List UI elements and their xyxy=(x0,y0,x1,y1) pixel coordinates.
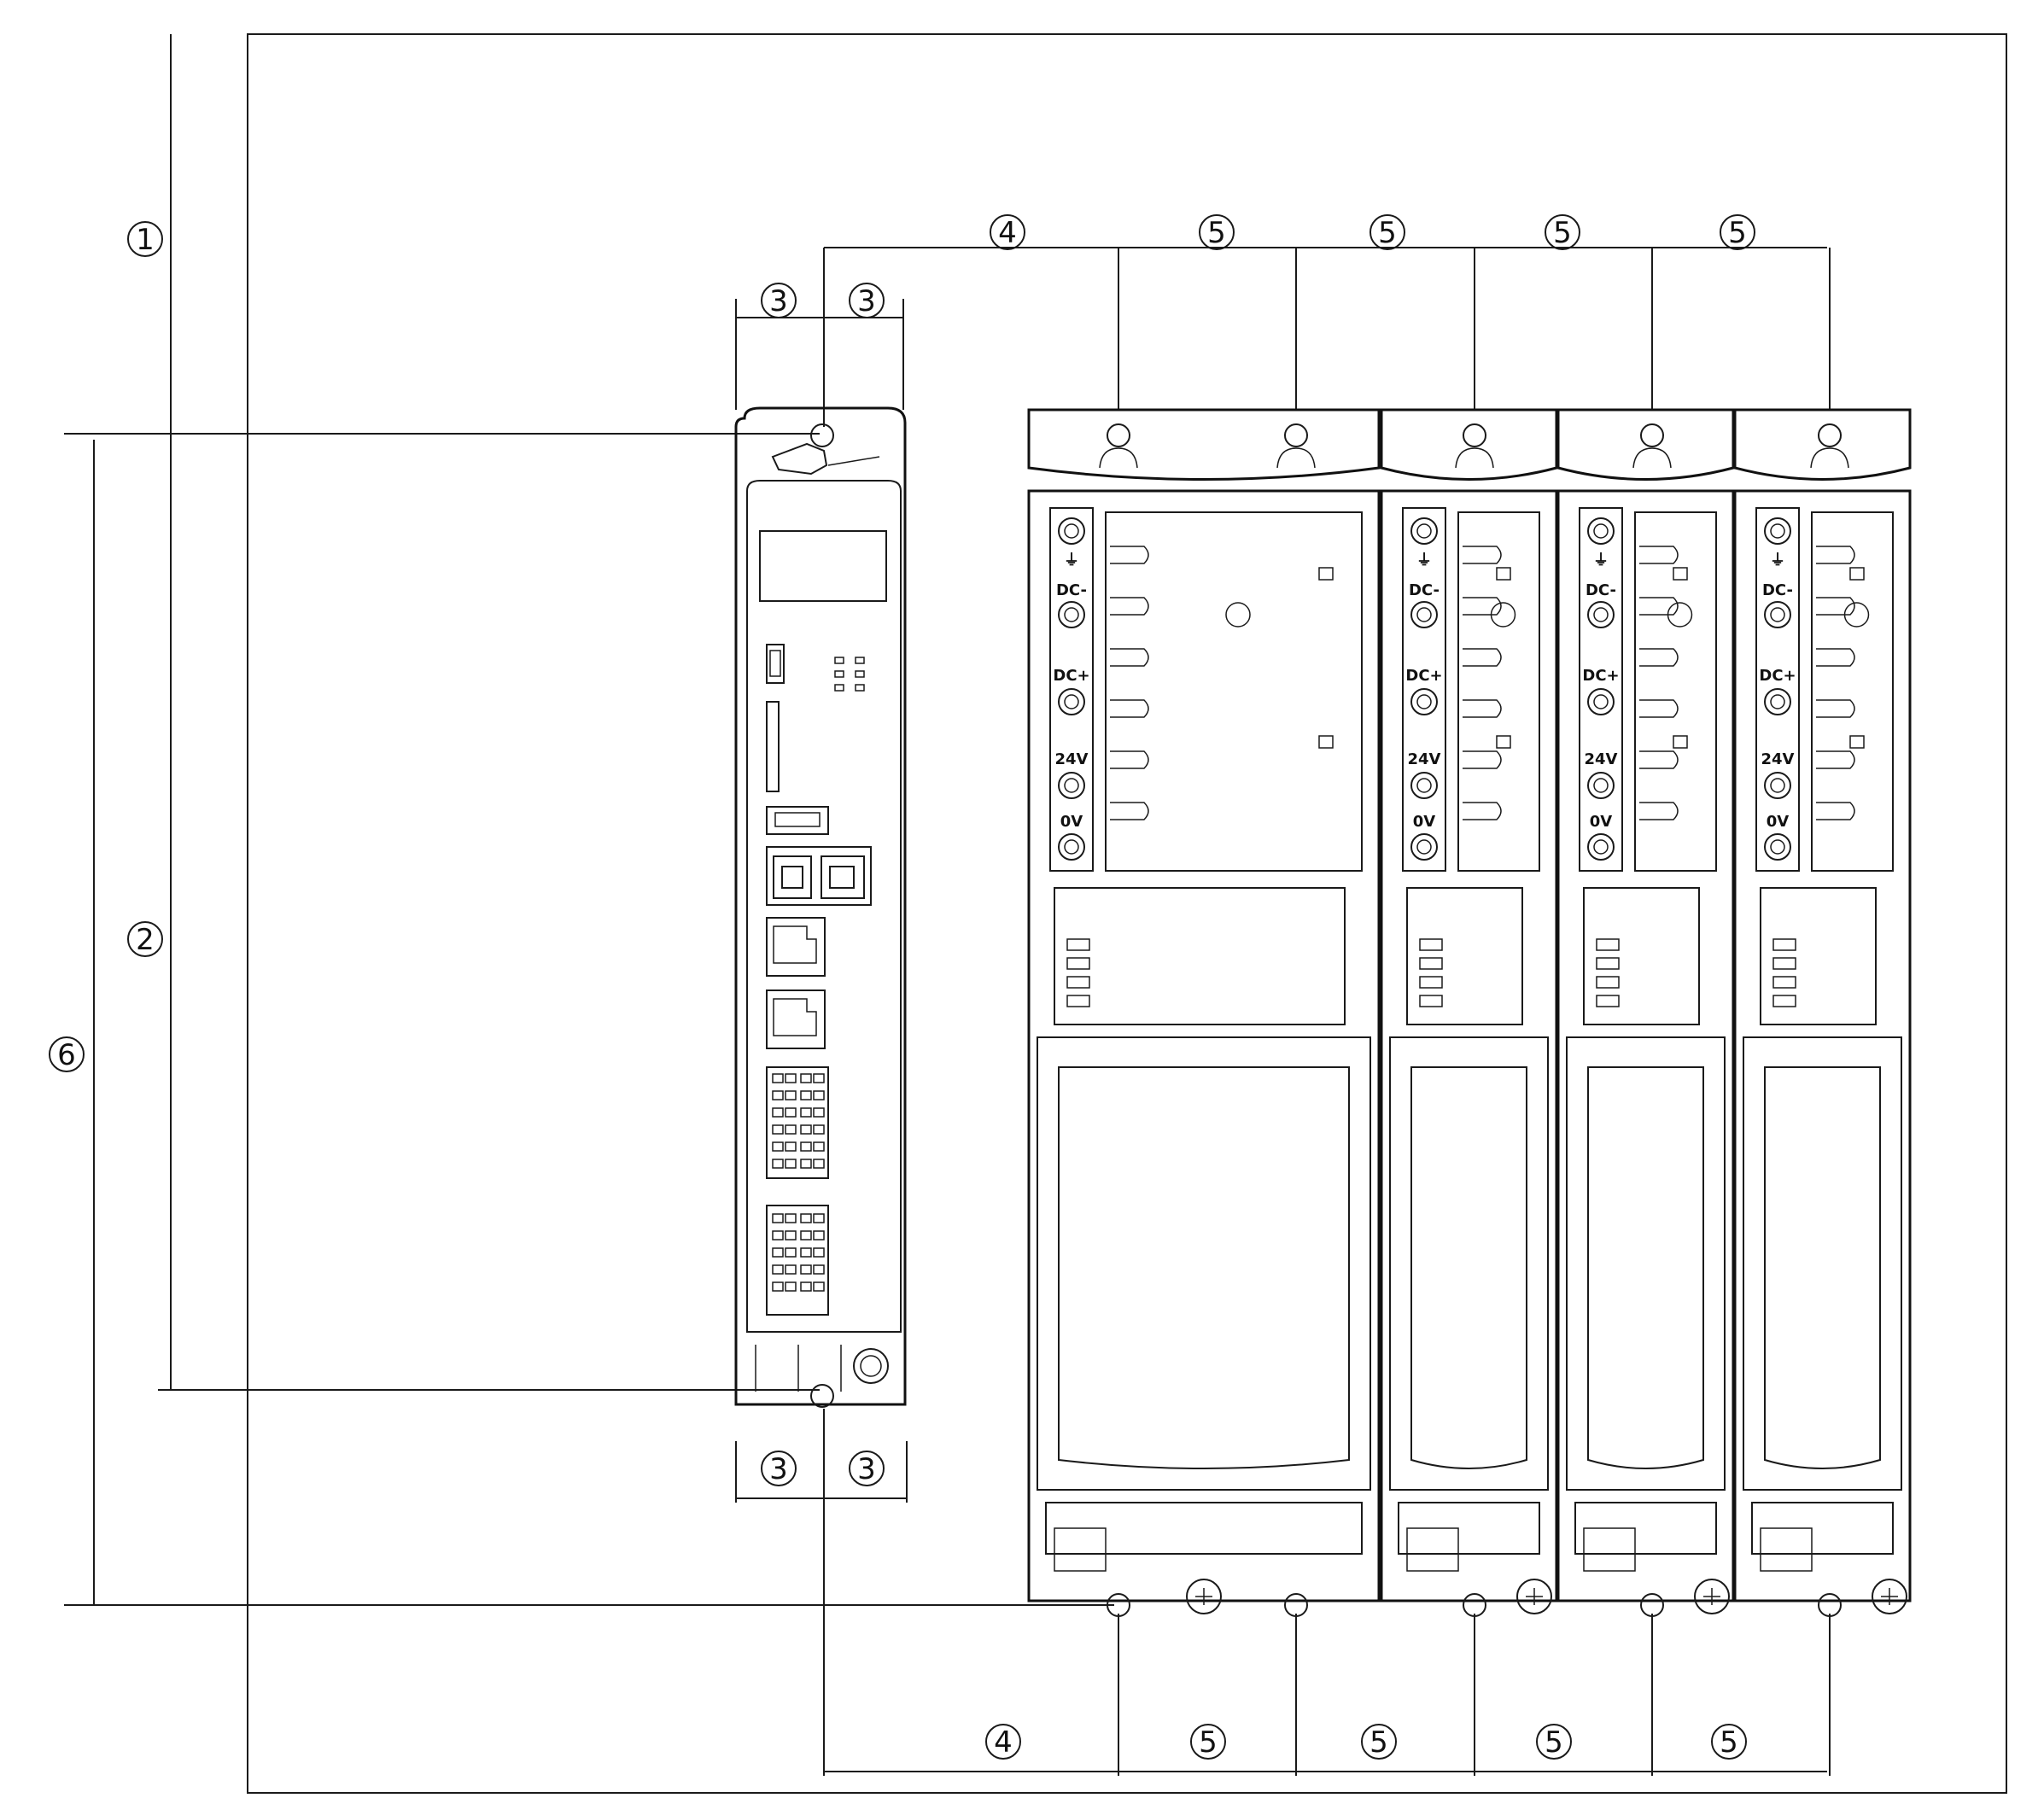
ethernet-port-1 xyxy=(766,917,826,977)
drive-module-2: ⏚ DC- DC+ 24V 0V xyxy=(1556,408,1735,1617)
callout-5-top-c-label: 5 xyxy=(1553,216,1572,250)
callout-5-top-a-label: 5 xyxy=(1207,216,1226,250)
callout-5-bottom-c: 5 xyxy=(1536,1724,1572,1760)
terminal-label: ⏚ xyxy=(1770,552,1785,569)
callout-6: 6 xyxy=(49,1036,85,1072)
terminal-label: DC- xyxy=(1586,581,1616,599)
terminal-label: DC+ xyxy=(1759,667,1796,685)
callout-5-bottom-a: 5 xyxy=(1190,1724,1226,1760)
callout-3-top-b-label: 3 xyxy=(857,284,876,318)
controller-display xyxy=(759,530,887,602)
callout-4-bottom-label: 4 xyxy=(994,1725,1013,1760)
terminal-label: ⏚ xyxy=(1416,552,1432,569)
controller-bottom-hole xyxy=(810,1384,834,1408)
terminal-label: DC+ xyxy=(1582,667,1619,685)
callout-4-bottom: 4 xyxy=(985,1724,1021,1760)
terminal-label: 0V xyxy=(1767,813,1790,831)
callout-5-top-b-label: 5 xyxy=(1378,216,1397,250)
drive-module-3: ⏚ DC- DC+ 24V 0V xyxy=(1733,408,1912,1617)
callout-5-top-d-label: 5 xyxy=(1728,216,1747,250)
vertical-dimensions xyxy=(64,34,1114,1606)
io-terminal-block-2 xyxy=(766,1205,829,1316)
callout-5-top-c: 5 xyxy=(1545,214,1580,250)
terminal-label: 24V xyxy=(1055,750,1089,768)
mounting-panel-outline xyxy=(247,33,2007,1794)
terminal-label: 24V xyxy=(1408,750,1441,768)
controller-ground-screw xyxy=(853,1348,889,1384)
terminal-label: 24V xyxy=(1585,750,1618,768)
callout-5-top-d: 5 xyxy=(1720,214,1755,250)
callout-3-top-b: 3 xyxy=(849,283,885,318)
callout-5-top-b: 5 xyxy=(1369,214,1405,250)
callout-5-bottom-b: 5 xyxy=(1361,1724,1397,1760)
terminal-label: DC- xyxy=(1056,581,1087,599)
callout-4-top: 4 xyxy=(990,214,1025,250)
callout-2: 2 xyxy=(127,921,163,957)
callout-6-label: 6 xyxy=(57,1038,76,1072)
callout-5-bottom-c-label: 5 xyxy=(1545,1725,1563,1760)
callout-5-bottom-d-label: 5 xyxy=(1720,1725,1738,1760)
controller-module xyxy=(734,406,907,1408)
bottom-dimensions xyxy=(735,1409,1831,1776)
terminal-label: DC+ xyxy=(1405,667,1442,685)
callout-3-top-a-label: 3 xyxy=(769,284,788,318)
usb-port xyxy=(766,806,829,835)
callout-5-bottom-d: 5 xyxy=(1711,1724,1747,1760)
terminal-label: DC- xyxy=(1409,581,1440,599)
terminal-label: DC- xyxy=(1762,581,1793,599)
terminal-label: ⏚ xyxy=(1064,552,1079,569)
drive-module-double: ⏚ DC- DC+ 24V 0V xyxy=(1027,408,1381,1617)
sd-card-slot xyxy=(766,701,780,792)
terminal-label: DC+ xyxy=(1053,667,1089,685)
terminal-label: ⏚ xyxy=(1593,552,1609,569)
callout-5-top-a: 5 xyxy=(1199,214,1235,250)
callout-3-bottom-b: 3 xyxy=(849,1451,885,1486)
callout-1-label: 1 xyxy=(136,223,155,257)
drive-module-1: ⏚ DC- DC+ 24V 0V xyxy=(1380,408,1558,1617)
callout-3-bottom-b-label: 3 xyxy=(857,1452,876,1486)
controller-top-hole xyxy=(810,423,834,447)
callout-2-label: 2 xyxy=(136,923,155,957)
callout-3-top-a: 3 xyxy=(761,283,797,318)
io-terminal-block-1 xyxy=(766,1066,829,1179)
dual-ethernet-port xyxy=(766,846,872,906)
callout-3-bottom-a: 3 xyxy=(761,1451,797,1486)
callout-3-bottom-a-label: 3 xyxy=(769,1452,788,1486)
terminal-label: 0V xyxy=(1590,813,1613,831)
top-dimensions xyxy=(735,247,1831,427)
callout-1: 1 xyxy=(127,221,163,257)
terminal-label: 0V xyxy=(1413,813,1436,831)
drive-modules: ⏚ DC- DC+ 24V 0V ⏚ DC- DC+ 24V 0V ⏚ DC- DC+ 24V 0V ⏚ DC-… xyxy=(1027,408,1912,1617)
ethernet-port-2 xyxy=(766,989,826,1049)
callout-5-bottom-b-label: 5 xyxy=(1369,1725,1388,1760)
terminal-label: 0V xyxy=(1060,813,1083,831)
terminal-label: 24V xyxy=(1761,750,1795,768)
callout-4-top-label: 4 xyxy=(998,216,1017,250)
callout-5-bottom-a-label: 5 xyxy=(1199,1725,1218,1760)
